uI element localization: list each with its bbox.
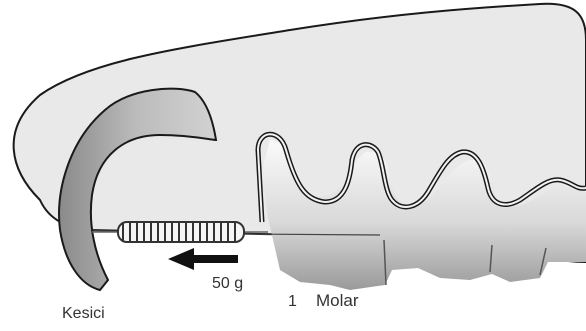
label-force: 50 g [212, 275, 243, 292]
label-molar: Molar [316, 291, 359, 310]
coil-spring [118, 222, 244, 242]
label-molar-number: 1 [288, 293, 297, 310]
label-incisor: Kesici [62, 305, 105, 322]
force-arrow [168, 248, 238, 270]
